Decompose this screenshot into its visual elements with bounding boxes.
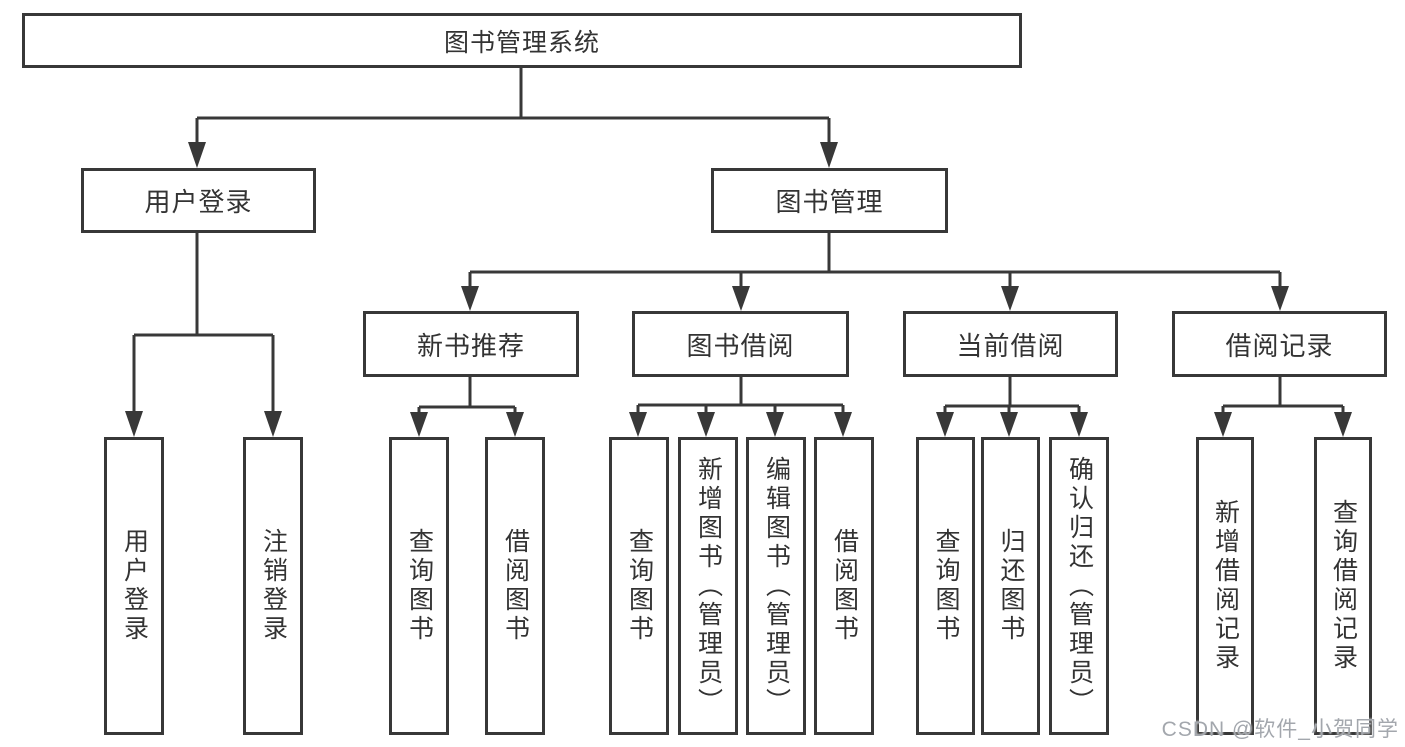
connector-current-to-leaves	[943, 375, 1081, 414]
leaf-newbooks-borrow-books: 借阅图书	[485, 437, 545, 735]
leaf-borrowing-query-books: 查询图书	[609, 437, 669, 735]
leaf-logout: 注销登录	[243, 437, 303, 735]
connector-root-to-level1	[195, 67, 831, 144]
leaf-newbooks-query-books: 查询图书	[389, 437, 449, 735]
node-book-borrowing: 图书借阅	[632, 311, 849, 377]
node-new-book-recommend: 新书推荐	[363, 311, 579, 377]
leaf-user-login: 用户登录	[104, 437, 164, 735]
node-current-borrowing: 当前借阅	[903, 311, 1118, 377]
leaf-records-query-record: 查询借阅记录	[1314, 437, 1372, 735]
leaf-records-add-record: 新增借阅记录	[1196, 437, 1254, 735]
node-borrowing-records: 借阅记录	[1172, 311, 1387, 377]
leaf-current-confirm-return-admin: 确认归还（管理员）	[1049, 437, 1109, 735]
csdn-watermark: CSDN @软件_小贺同学	[1161, 718, 1399, 741]
connector-login-to-leaves	[132, 231, 275, 413]
leaf-borrowing-add-books-admin: 新增图书（管理员）	[678, 437, 738, 735]
arrowheads	[125, 142, 1352, 437]
leaf-borrowing-borrow-books: 借阅图书	[814, 437, 874, 735]
leaf-current-query-books: 查询图书	[916, 437, 975, 735]
node-book-management: 图书管理	[711, 168, 948, 233]
leaf-borrowing-edit-books-admin: 编辑图书（管理员）	[746, 437, 806, 735]
connector-records-to-leaves	[1221, 375, 1345, 414]
connector-borrowing-to-leaves	[636, 375, 845, 414]
leaf-current-return-books: 归还图书	[981, 437, 1040, 735]
node-root: 图书管理系统	[22, 13, 1022, 68]
connector-newbooks-to-leaves	[417, 375, 517, 414]
connector-management-to-level2	[468, 231, 1282, 288]
node-user-login-group: 用户登录	[81, 168, 316, 233]
